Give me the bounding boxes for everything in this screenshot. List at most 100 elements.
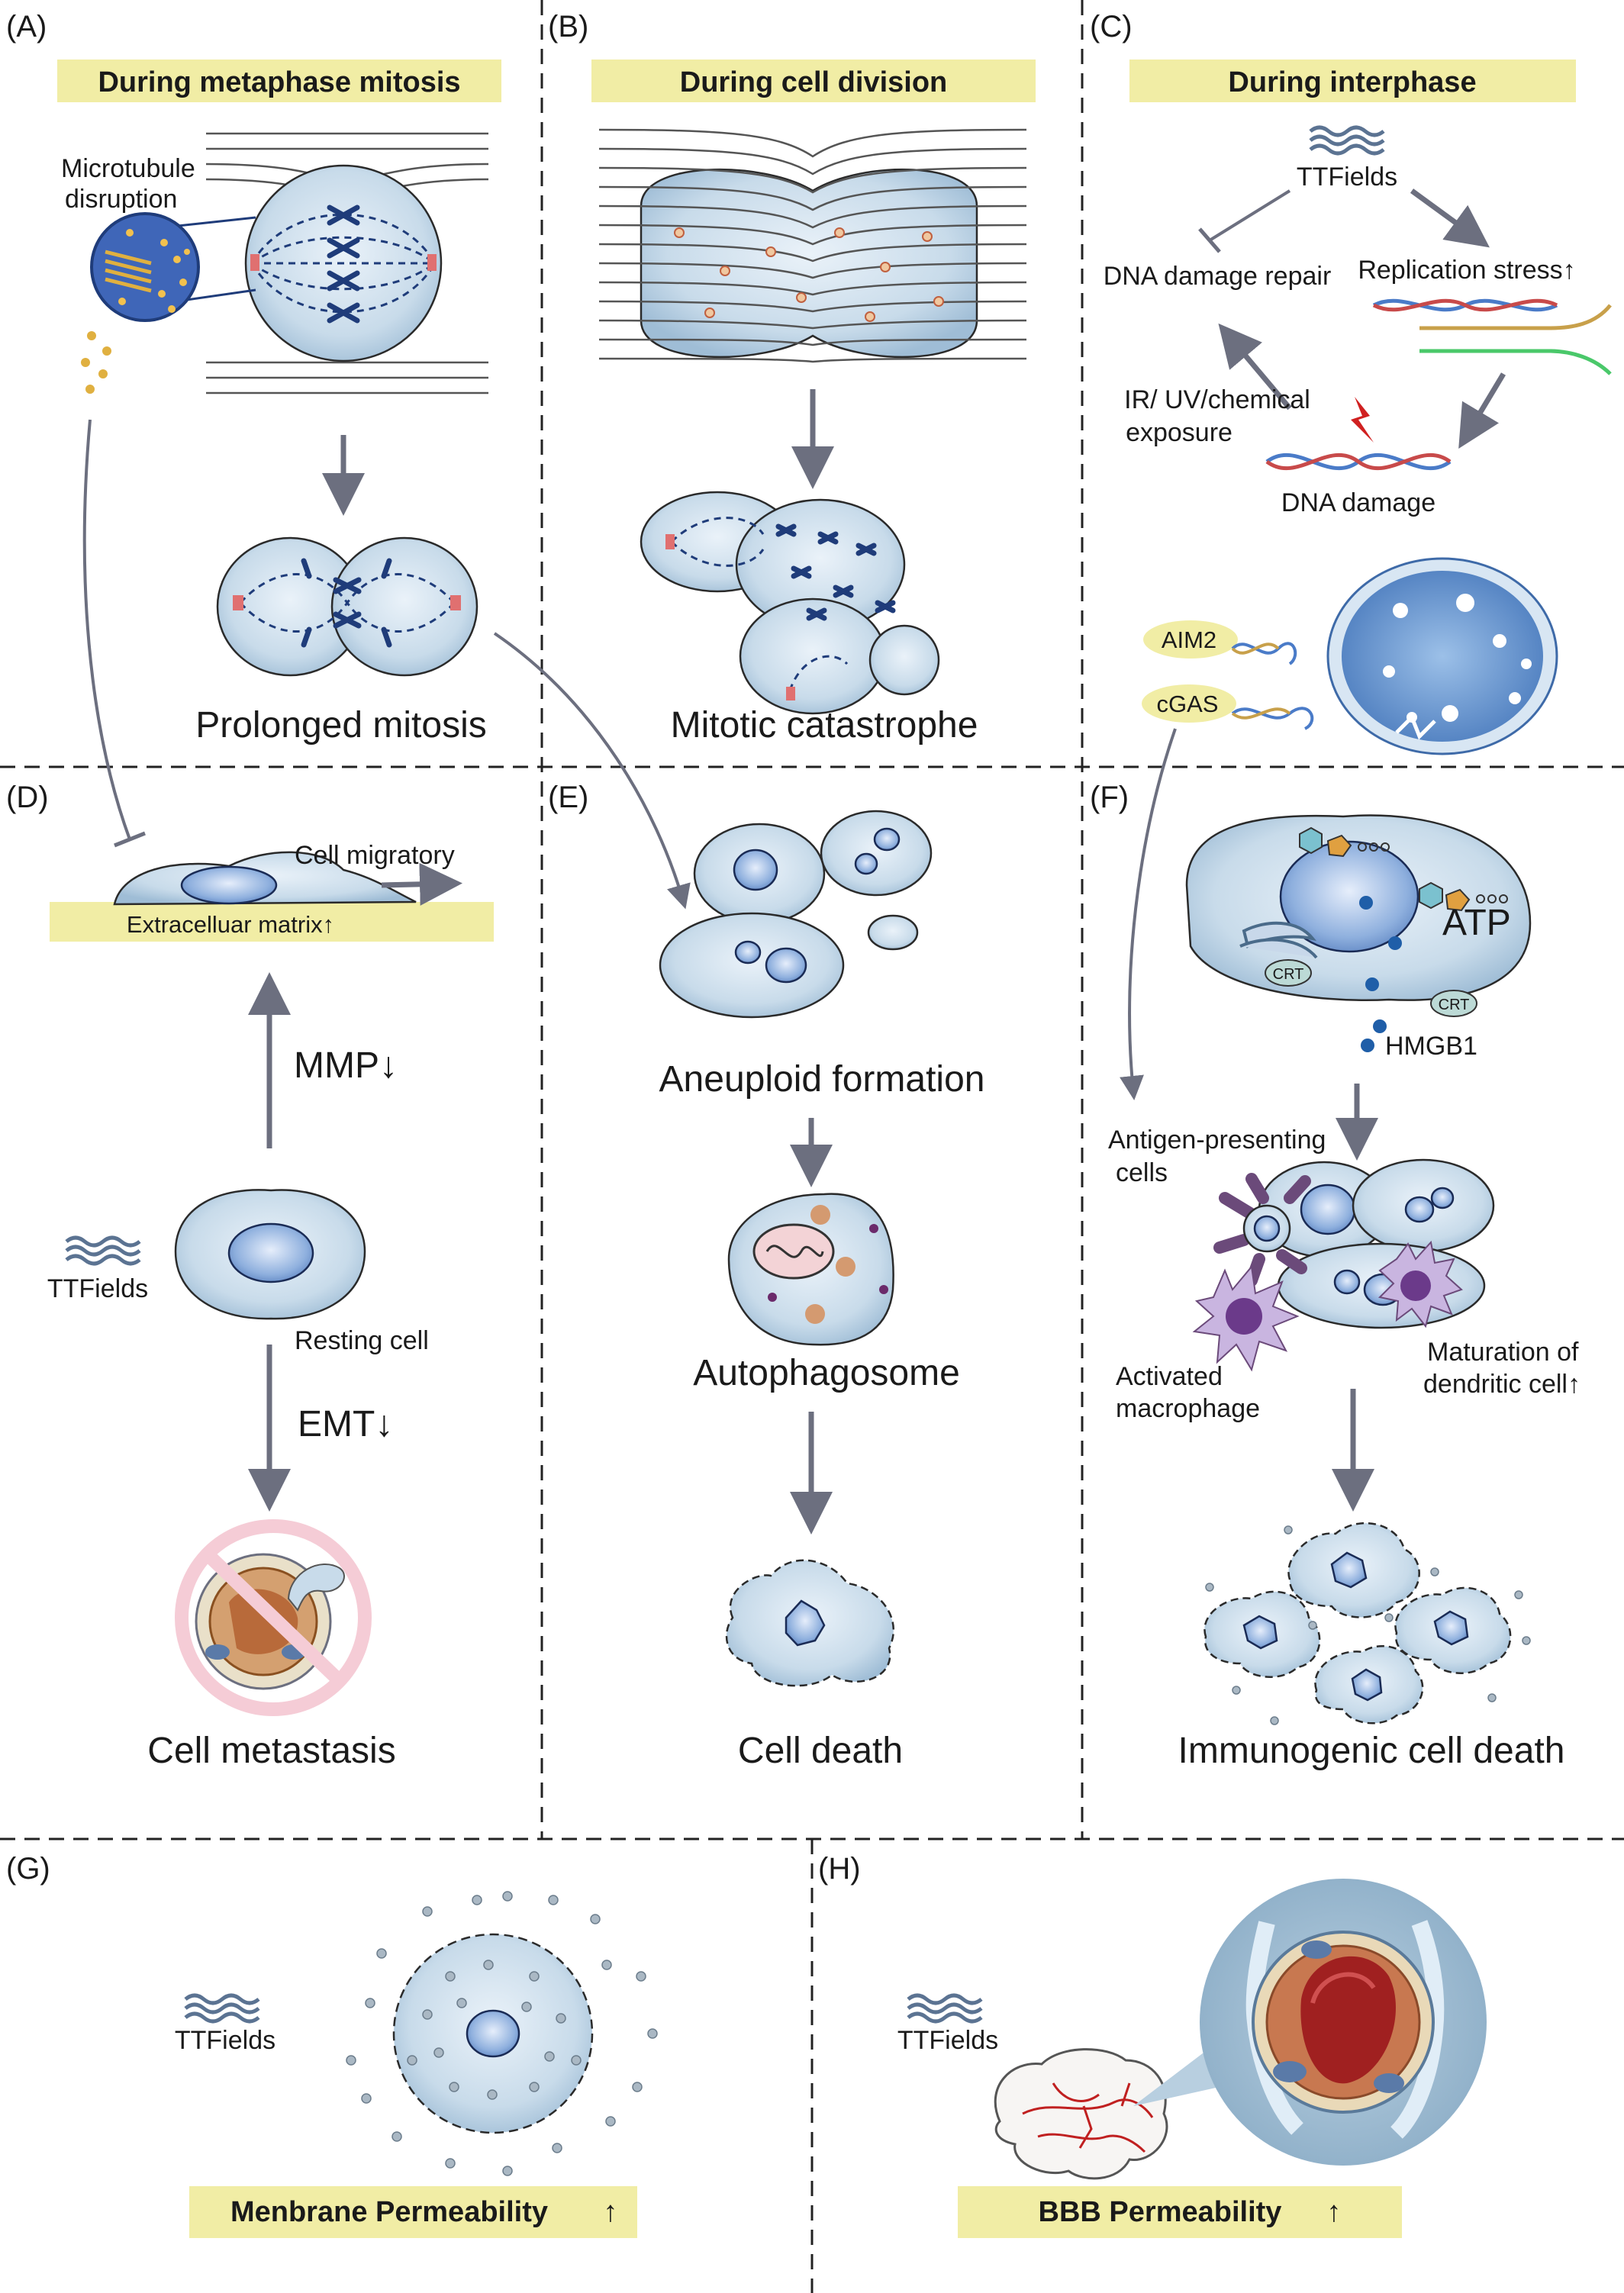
hmgb1-dot-2 bbox=[1361, 1039, 1374, 1052]
atp-molecule-2 bbox=[1419, 881, 1508, 912]
panel-e-label: (E) bbox=[548, 781, 588, 814]
exposure-label-2: exposure bbox=[1126, 418, 1232, 447]
dc-label-1: Maturation of bbox=[1427, 1338, 1579, 1367]
inhibit-repair-line bbox=[1208, 189, 1291, 242]
panel-b: (B) During cell division bbox=[548, 10, 1036, 746]
antigen-presenting-cell bbox=[1213, 1173, 1311, 1287]
panel-f-label: (F) bbox=[1090, 781, 1129, 814]
immunogenic-dead-cells bbox=[1204, 1522, 1531, 1725]
macrophage-label-2: macrophage bbox=[1116, 1394, 1260, 1423]
dc-label-2: dendritic cell↑ bbox=[1423, 1370, 1580, 1399]
panel-a: (A) During metaphase mitosis bbox=[6, 10, 501, 848]
panel-f-caption: Immunogenic cell death bbox=[1178, 1731, 1565, 1771]
panel-h-banner-text: BBB Permeability bbox=[1039, 2196, 1282, 2228]
permeable-cell bbox=[346, 1891, 658, 2176]
microtubule-label-2: disruption bbox=[65, 185, 177, 214]
aim2-label: AIM2 bbox=[1162, 626, 1216, 653]
panel-a-label: (A) bbox=[6, 10, 47, 43]
dendritic-cell bbox=[1378, 1240, 1463, 1328]
dividing-cell-field bbox=[598, 128, 1027, 363]
inhibit-repair-bar bbox=[1198, 227, 1221, 253]
dna-repair-label: DNA damage repair bbox=[1104, 262, 1332, 291]
panel-h-ttfields: TTFields bbox=[897, 2026, 998, 2055]
inhibition-line bbox=[82, 419, 131, 840]
panel-d-caption: Cell metastasis bbox=[147, 1731, 395, 1771]
mitotic-catastrophe-cells bbox=[640, 491, 940, 715]
no-metastasis-icon bbox=[175, 1519, 372, 1716]
aim2-badge bbox=[1143, 620, 1238, 659]
panel-d-ttfields: TTFields bbox=[47, 1274, 148, 1303]
panel-c-title: During interphase bbox=[1228, 66, 1476, 98]
panel-g: (G) TTFields bbox=[6, 1852, 658, 2238]
lightning-icon bbox=[1351, 397, 1374, 443]
panel-c-label: (C) bbox=[1090, 10, 1133, 43]
macrophage-label-1: Activated bbox=[1116, 1362, 1223, 1391]
ttfields-wave-icon-h bbox=[907, 1993, 983, 2024]
replication-fork-dna bbox=[1372, 298, 1612, 375]
panel-b-title: During cell division bbox=[680, 66, 948, 98]
panel-c: (C) During interphase TTFields DNA damag… bbox=[1090, 10, 1612, 1100]
aneuploid-label: Aneuploid formation bbox=[659, 1059, 985, 1100]
immune-cell-cluster bbox=[1192, 1158, 1495, 1372]
cgas-badge bbox=[1142, 684, 1236, 723]
ttfields-wave-icon-d bbox=[65, 1235, 141, 1266]
arrow-cgas-to-apc bbox=[1120, 728, 1177, 1100]
panel-h: (H) TTFields bbox=[818, 1852, 1487, 2238]
resting-cell-label: Resting cell bbox=[295, 1326, 429, 1355]
exposure-label-1: IR/ UV/chemical bbox=[1124, 385, 1310, 414]
hmgb1-label: HMGB1 bbox=[1385, 1032, 1477, 1061]
brain-icon bbox=[994, 2048, 1168, 2180]
ecm-label: Extracelluar matrix↑ bbox=[127, 911, 334, 938]
autophagosome-label: Autophagosome bbox=[693, 1353, 960, 1393]
panel-a-title: During metaphase mitosis bbox=[98, 66, 460, 98]
centrosome-left bbox=[250, 254, 259, 271]
arrow-to-repair bbox=[1218, 323, 1292, 411]
cgas-label: cGAS bbox=[1157, 691, 1219, 717]
scattered-tubulin bbox=[81, 331, 111, 394]
migrating-cell-nucleus bbox=[180, 865, 278, 905]
dead-cell bbox=[725, 1559, 894, 1687]
atp-label: ATP bbox=[1442, 903, 1511, 943]
panel-h-label: (H) bbox=[818, 1852, 861, 1886]
panel-a-caption: Prolonged mitosis bbox=[195, 705, 487, 746]
centrosome-right bbox=[427, 254, 437, 271]
resting-cell-nucleus bbox=[227, 1222, 314, 1283]
panel-g-label: (G) bbox=[6, 1852, 50, 1886]
panel-c-title-banner bbox=[1129, 60, 1576, 102]
replication-stress-label: Replication stress↑ bbox=[1358, 256, 1575, 285]
apc-label-2: cells bbox=[1116, 1158, 1168, 1187]
microtubule-label-1: Microtubule bbox=[61, 154, 195, 183]
panel-a-title-banner bbox=[57, 60, 501, 102]
ecm-banner bbox=[50, 902, 494, 942]
crt-label-2: CRT bbox=[1439, 997, 1470, 1013]
panel-b-caption: Mitotic catastrophe bbox=[671, 705, 978, 746]
panel-b-label: (B) bbox=[548, 10, 588, 43]
dna-damage-label: DNA damage bbox=[1281, 488, 1436, 517]
autophagosome-cell bbox=[727, 1193, 894, 1346]
microtubule-inset bbox=[81, 212, 256, 394]
aneuploid-cells bbox=[659, 810, 933, 1019]
panel-g-ttfields: TTFields bbox=[175, 2026, 276, 2055]
panel-b-title-banner bbox=[591, 60, 1036, 102]
field-lines-bottom bbox=[206, 361, 488, 395]
chromosomes bbox=[327, 205, 360, 324]
arrow-a-to-e bbox=[493, 632, 691, 910]
panel-d-label: (D) bbox=[6, 781, 49, 814]
panel-g-up-arrow: ↑ bbox=[604, 2196, 618, 2228]
apc-label-1: Antigen-presenting bbox=[1108, 1126, 1326, 1155]
ttfields-wave-icon-g bbox=[184, 1993, 260, 2024]
panel-f: (F) CRT ATP C bbox=[1090, 781, 1580, 1771]
panel-g-banner bbox=[189, 2186, 637, 2238]
arrow-to-damage bbox=[1458, 372, 1506, 449]
mmp-label: MMP↓ bbox=[294, 1045, 398, 1086]
bbb-vessel-zoom bbox=[1200, 1879, 1487, 2166]
damaged-dna bbox=[1265, 397, 1452, 471]
panel-h-up-arrow: ↑ bbox=[1327, 2196, 1342, 2228]
migration-arrow bbox=[381, 862, 462, 906]
emt-label: EMT↓ bbox=[298, 1404, 393, 1444]
cell-migratory-label: Cell migratory bbox=[295, 841, 455, 870]
activated-macrophage bbox=[1192, 1264, 1300, 1372]
inhibition-bar bbox=[114, 831, 146, 848]
